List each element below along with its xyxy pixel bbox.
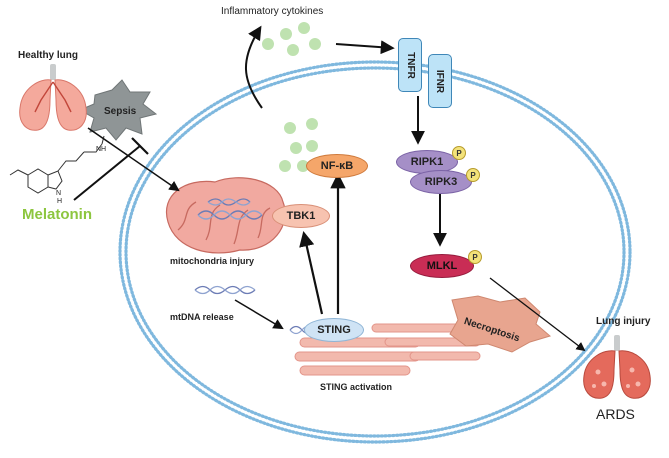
mlkl-node: MLKL	[410, 254, 474, 278]
mitochondrion	[165, 177, 286, 254]
ards-label: ARDS	[596, 406, 635, 422]
tbk1-node: TBK1	[272, 204, 330, 228]
arrows	[73, 25, 586, 352]
ards-lung-icon	[583, 335, 651, 399]
mtdna-release-label: mtDNA release	[170, 312, 234, 322]
melatonin-label: Melatonin	[22, 206, 92, 223]
inflammatory-cytokines-label: Inflammatory cytokines	[221, 6, 324, 17]
melatonin-nh-label: NH	[96, 146, 107, 153]
sepsis-burst	[78, 79, 158, 141]
ripk1-phospho-badge: P	[452, 146, 466, 160]
healthy-lung-label: Healthy lung	[18, 50, 79, 61]
ripk3-node: RIPK3	[410, 170, 472, 194]
melatonin-h-label: H	[57, 198, 63, 205]
nfkb-node: NF-κB	[306, 154, 368, 178]
tnfr-label: TNFR	[404, 51, 416, 79]
extracellular-cytokines	[262, 22, 321, 56]
ifnr-receptor: IFNR	[428, 54, 452, 108]
melatonin-n-label: N	[56, 190, 62, 197]
sting-node: STING	[304, 318, 364, 342]
ripk3-phospho-badge: P	[466, 168, 480, 182]
necroptosis-burst	[449, 295, 552, 353]
cell-membrane	[118, 60, 632, 444]
mitochondria-injury-label: mitochondria injury	[170, 256, 255, 266]
tnfr-receptor: TNFR	[398, 38, 422, 92]
mtdna-helix-mito	[197, 198, 263, 220]
lung-injury-label: Lung injury	[596, 316, 651, 327]
ifnr-label: IFNR	[434, 69, 446, 93]
healthy-lung-icon	[19, 64, 87, 131]
sepsis-label: Sepsis	[104, 106, 137, 117]
sting-activation-label: STING activation	[320, 382, 393, 392]
melatonin-structure	[9, 135, 105, 194]
mlkl-phospho-badge: P	[468, 250, 482, 264]
